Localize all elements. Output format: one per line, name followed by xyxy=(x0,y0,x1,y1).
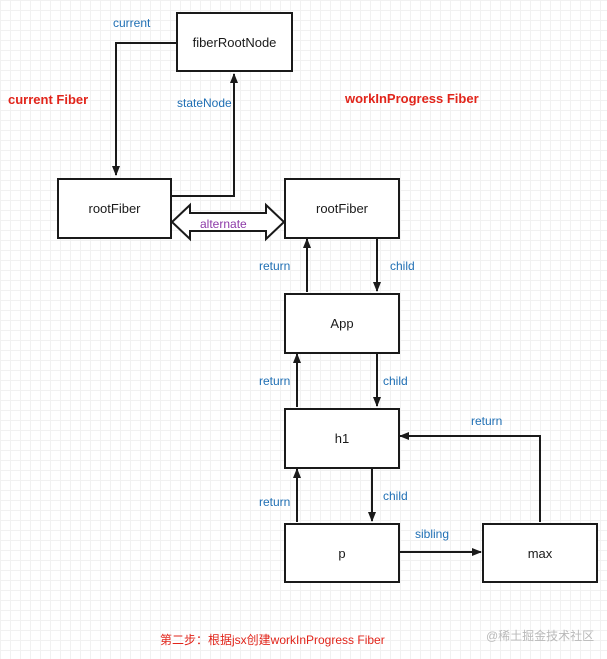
label-return-app: return xyxy=(259,374,291,388)
title-current-fiber: current Fiber xyxy=(8,92,89,107)
node-h1: h1 xyxy=(284,408,400,469)
label-state-node: stateNode xyxy=(177,96,232,110)
label-alternate: alternate xyxy=(200,217,247,231)
label-return-root: return xyxy=(259,259,291,273)
watermark: @稀土掘金技术社区 xyxy=(486,629,595,643)
label-return-h1: return xyxy=(259,495,291,509)
label-child-app: child xyxy=(383,374,408,388)
edge-current xyxy=(112,42,176,176)
label-child-root: child xyxy=(390,259,415,273)
edge-state-node xyxy=(172,73,238,197)
node-root-fiber-current: rootFiber xyxy=(57,178,172,239)
label-return-max: return xyxy=(471,414,503,428)
node-p: p xyxy=(284,523,400,583)
node-max: max xyxy=(482,523,598,583)
label-current: current xyxy=(113,16,151,30)
caption: 第二步：根据jsx创建workInProgress Fiber xyxy=(160,633,385,647)
title-wip-fiber: workInProgress Fiber xyxy=(345,91,479,106)
node-root-fiber-wip: rootFiber xyxy=(284,178,400,239)
node-fiber-root-node: fiberRootNode xyxy=(176,12,293,72)
label-sibling: sibling xyxy=(415,527,450,541)
label-child-h1: child xyxy=(383,489,408,503)
edge-return-max-to-h1 xyxy=(399,432,541,522)
node-app: App xyxy=(284,293,400,354)
